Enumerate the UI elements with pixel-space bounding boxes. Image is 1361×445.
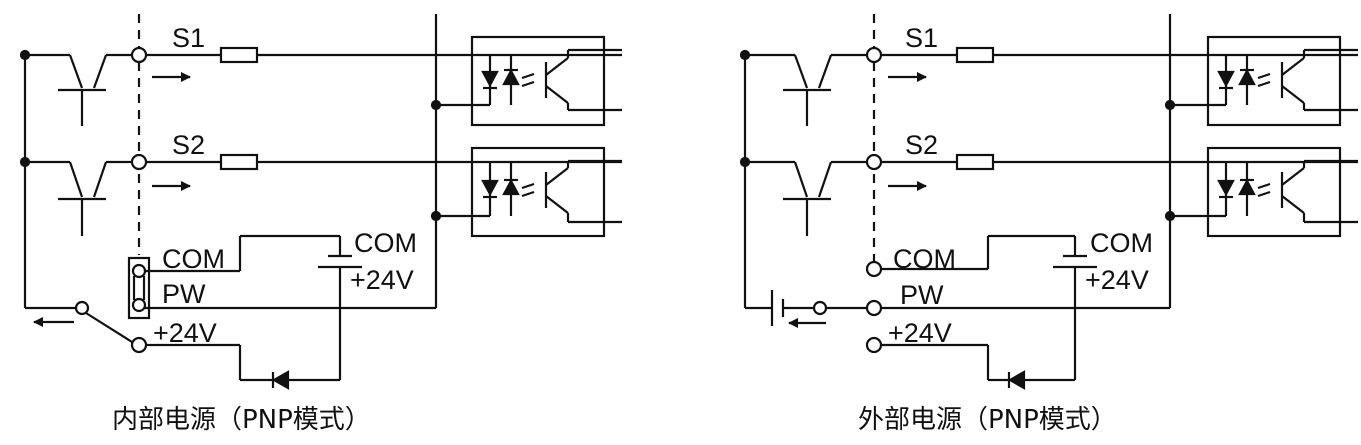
com-terminal-label: COM — [162, 244, 225, 274]
resistor-icon — [955, 46, 995, 64]
external-power-panel — [739, 14, 1358, 390]
com-terminal — [865, 260, 883, 278]
diode-icon — [271, 370, 290, 390]
optocoupler-icon — [470, 146, 622, 238]
s1-terminal — [130, 46, 148, 64]
switch-contact — [812, 300, 828, 316]
pw-terminal — [865, 299, 883, 317]
supply-plus24v-label: +24V — [350, 265, 414, 295]
s2-label: S2 — [905, 130, 938, 160]
supply-com-label: COM — [354, 228, 417, 258]
resistor-icon — [219, 153, 259, 171]
s2-terminal — [130, 153, 148, 171]
com-terminal-label: COM — [893, 244, 956, 274]
npn-transistor-icon — [745, 160, 867, 236]
optocoupler-icon — [1206, 35, 1358, 127]
jumper-block — [127, 256, 151, 320]
pw-terminal-label: PW — [162, 279, 206, 309]
plus24v-terminal — [130, 336, 148, 354]
s1-label: S1 — [905, 23, 938, 53]
s1-label: S1 — [172, 23, 205, 53]
s1-terminal — [865, 46, 883, 64]
supply-plus24v-label: +24V — [1085, 265, 1149, 295]
external-power-caption: 外部电源（PNP模式） — [858, 405, 1117, 435]
diode-icon — [1007, 370, 1026, 390]
battery-icon — [770, 290, 785, 326]
plus24v-terminal — [865, 336, 883, 354]
npn-transistor-icon — [25, 53, 132, 126]
pw-terminal-label: PW — [900, 280, 944, 310]
npn-transistor-icon — [25, 160, 132, 236]
optocoupler-icon — [470, 35, 622, 127]
switch-lever — [85, 312, 133, 343]
s2-label: S2 — [172, 130, 205, 160]
switch-contact — [74, 300, 90, 316]
com-terminal — [131, 263, 147, 279]
resistor-icon — [219, 46, 259, 64]
plus24v-terminal-label: +24V — [153, 318, 217, 348]
supply-com-label: COM — [1090, 228, 1153, 258]
internal-power-panel — [19, 14, 622, 390]
plus24v-terminal-label: +24V — [888, 318, 952, 348]
optocoupler-icon — [1206, 146, 1358, 238]
resistor-icon — [955, 153, 995, 171]
npn-transistor-icon — [745, 53, 867, 126]
pw-terminal — [131, 297, 147, 313]
internal-power-caption: 内部电源（PNP模式） — [112, 405, 371, 435]
s2-terminal — [865, 153, 883, 171]
